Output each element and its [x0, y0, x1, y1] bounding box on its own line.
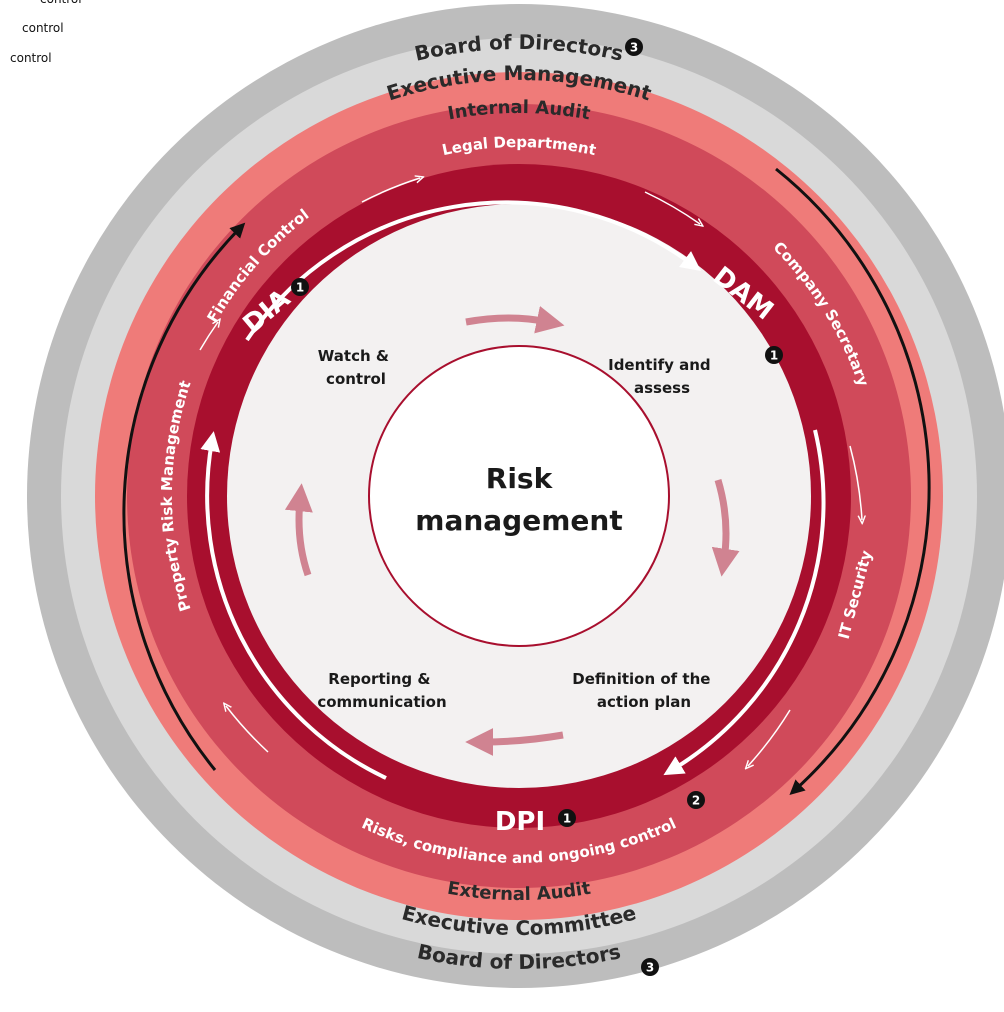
legend-line-3: control	[10, 51, 52, 65]
badge-board-top: 3	[625, 38, 643, 56]
legend-line-1: control	[40, 0, 82, 6]
dept-arrow-3	[849, 445, 862, 520]
dept-arrow-1	[361, 178, 420, 203]
dept-arrow-4	[748, 709, 791, 766]
badge-board-bottom: 3	[641, 958, 659, 976]
step-identify-assess: Identify and assess	[608, 356, 716, 397]
dept-arrow-6	[199, 322, 218, 351]
svg-text:1: 1	[563, 812, 571, 826]
step-watch-control: Watch & control	[318, 347, 394, 388]
svg-text:3: 3	[630, 41, 638, 55]
svg-text:3: 3	[646, 961, 654, 975]
svg-text:1: 1	[296, 281, 304, 295]
center-title-line2: management	[415, 504, 622, 537]
cycle-arrow-left	[284, 483, 313, 577]
dept-arrow-5	[226, 706, 269, 753]
badge-dpi: 1	[558, 809, 576, 827]
division-arc-right	[663, 429, 826, 776]
cycle-arrow-bottom	[465, 727, 564, 756]
legend-line-2: control	[22, 21, 64, 35]
division-arc-left	[200, 431, 387, 780]
audit-arc-right	[775, 167, 931, 796]
step-definition-action-plan: Definition of the action plan	[572, 670, 715, 711]
svg-text:2: 2	[692, 794, 700, 808]
audit-arc-left	[122, 222, 246, 771]
dpi-label: DPI	[495, 807, 545, 837]
badge-dia: 1	[291, 278, 309, 296]
cycle-arrow-right	[711, 478, 740, 577]
svg-text:1: 1	[770, 349, 778, 363]
center-title-line1: Risk	[486, 462, 554, 495]
badge-risks: 2	[687, 791, 705, 809]
badge-dam: 1	[765, 346, 783, 364]
cycle-arrow-top	[465, 305, 565, 334]
step-reporting-communication: Reporting & communication	[317, 670, 446, 711]
dept-arrow-2	[644, 191, 700, 224]
center-circle	[368, 345, 670, 647]
